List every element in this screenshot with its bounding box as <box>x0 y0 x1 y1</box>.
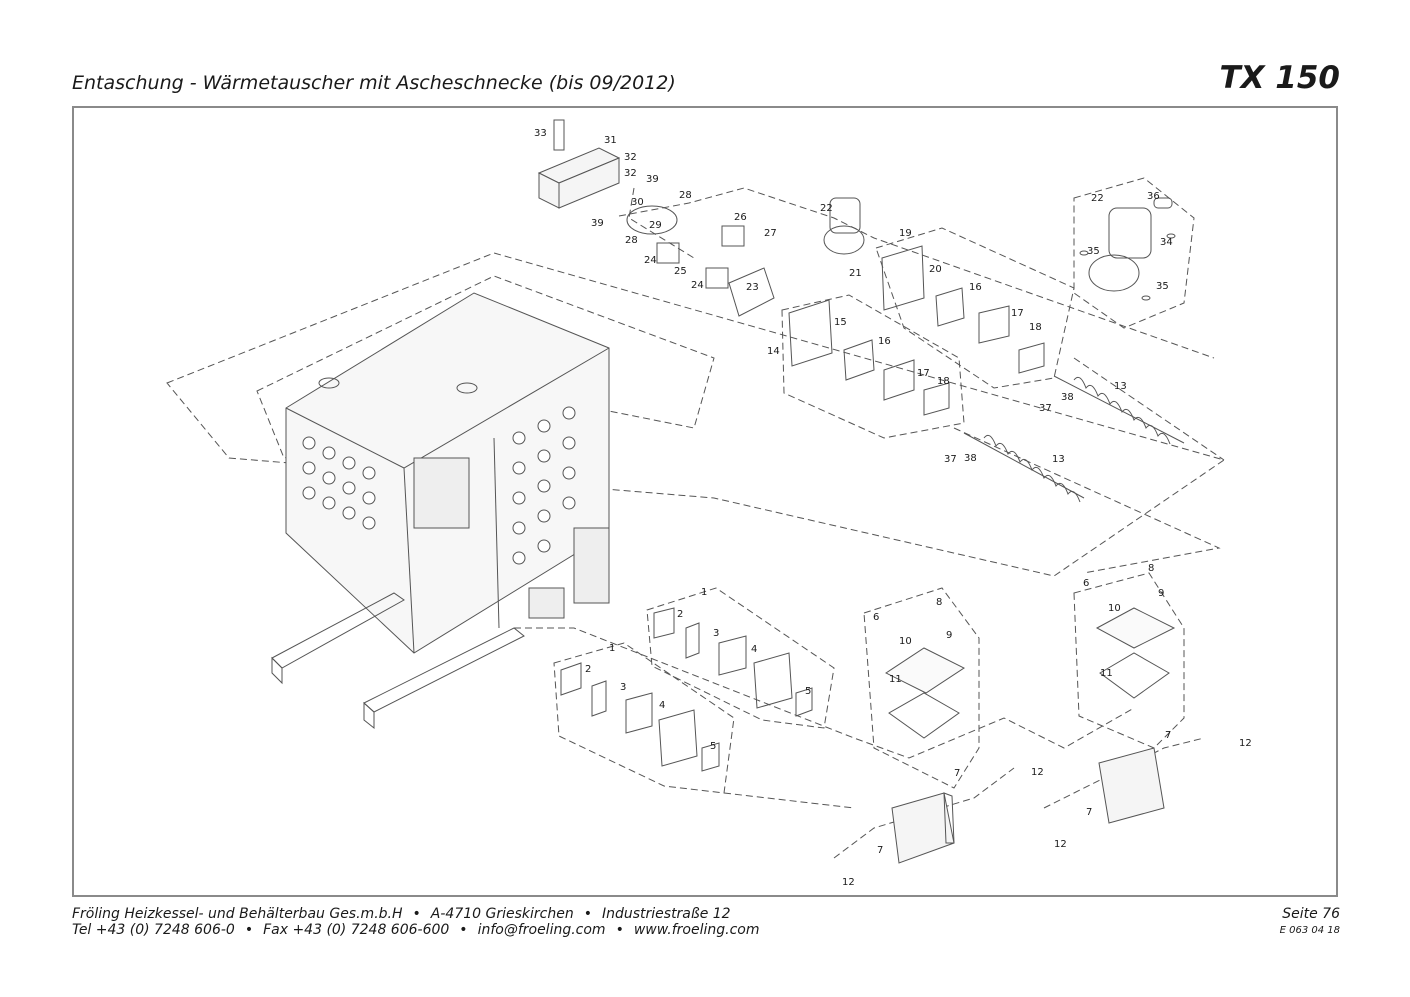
heat-exchanger-body <box>285 292 610 654</box>
part-callout-24: 24 <box>644 255 657 266</box>
part-callout-6: 6 <box>873 612 879 623</box>
part-callout-39: 39 <box>591 218 604 229</box>
part-callout-22: 22 <box>820 203 833 214</box>
base-frame <box>271 592 525 730</box>
part-callout-4: 4 <box>659 700 665 711</box>
part-callout-12: 12 <box>1054 839 1067 850</box>
part-callout-12: 12 <box>1239 738 1252 749</box>
part-callout-10: 10 <box>1108 603 1121 614</box>
part-callout-23: 23 <box>746 282 759 293</box>
part-callout-31: 31 <box>604 135 617 146</box>
part-callout-39: 39 <box>646 174 659 185</box>
part-callout-3: 3 <box>620 682 626 693</box>
part-callout-7: 7 <box>1086 807 1092 818</box>
part-callout-37: 37 <box>944 454 957 465</box>
footer-fax: Fax +43 (0) 7248 606-600 <box>263 922 450 938</box>
drive-motor <box>823 197 1152 292</box>
part-callout-11: 11 <box>1100 668 1113 679</box>
part-callout-5: 5 <box>805 686 811 697</box>
plates-and-gaskets <box>788 245 1045 416</box>
part-callout-28: 28 <box>679 190 692 201</box>
part-callout-38: 38 <box>1061 392 1074 403</box>
ash-augers <box>963 375 1185 503</box>
part-callout-2: 2 <box>677 609 683 620</box>
part-callout-27: 27 <box>764 228 777 239</box>
footer-web[interactable]: www.froeling.com <box>633 922 760 938</box>
part-callout-37: 37 <box>1039 403 1052 414</box>
part-callout-35: 35 <box>1087 246 1100 257</box>
part-callout-35: 35 <box>1156 281 1169 292</box>
part-callout-6: 6 <box>1083 578 1089 589</box>
part-callout-8: 8 <box>936 597 942 608</box>
part-callout-18: 18 <box>1029 322 1042 333</box>
page-number: Seite 76 <box>1282 906 1340 922</box>
part-callout-5: 5 <box>710 741 716 752</box>
part-callout-17: 17 <box>917 368 930 379</box>
part-callout-22: 22 <box>1091 193 1104 204</box>
footer-tel: Tel +43 (0) 7248 606-0 <box>72 922 235 938</box>
motor-fittings <box>1079 197 1176 301</box>
cover-and-small-parts <box>537 119 775 317</box>
part-callout-33: 33 <box>534 128 547 139</box>
part-callout-32: 32 <box>624 168 637 179</box>
part-callout-32: 32 <box>624 152 637 163</box>
part-callout-1: 1 <box>609 643 615 654</box>
part-callout-3: 3 <box>713 628 719 639</box>
part-callout-19: 19 <box>899 228 912 239</box>
part-callout-15: 15 <box>834 317 847 328</box>
part-callout-7: 7 <box>1165 730 1171 741</box>
footer-line-1: Fröling Heizkessel- und Behälterbau Ges.… <box>72 906 731 922</box>
footer-email[interactable]: info@froeling.com <box>477 922 606 938</box>
part-callout-29: 29 <box>649 220 662 231</box>
part-callout-10: 10 <box>899 636 912 647</box>
part-callout-9: 9 <box>946 630 952 641</box>
part-callout-16: 16 <box>878 336 891 347</box>
part-callout-20: 20 <box>929 264 942 275</box>
part-callout-30: 30 <box>631 197 644 208</box>
part-callout-7: 7 <box>954 768 960 779</box>
part-callout-18: 18 <box>937 376 950 387</box>
part-callout-8: 8 <box>1148 563 1154 574</box>
part-callout-2: 2 <box>585 664 591 675</box>
part-callout-36: 36 <box>1147 191 1160 202</box>
footer-street: Industriestraße 12 <box>601 906 731 922</box>
part-number-callouts: 3331323239283029283924252426272322211920… <box>534 128 1252 888</box>
part-callout-7: 7 <box>877 845 883 856</box>
part-callout-38: 38 <box>964 453 977 464</box>
ash-containers <box>885 607 1176 864</box>
part-callout-9: 9 <box>1158 588 1164 599</box>
part-callout-26: 26 <box>734 212 747 223</box>
part-callout-25: 25 <box>674 266 687 277</box>
part-callout-12: 12 <box>842 877 855 888</box>
diagram-canvas: 3331323239283029283924252426272322211920… <box>166 119 1252 888</box>
part-callout-13: 13 <box>1052 454 1065 465</box>
part-callout-24: 24 <box>691 280 704 291</box>
footer-company: Fröling Heizkessel- und Behälterbau Ges.… <box>72 906 403 922</box>
footer-address: A-4710 Grieskirchen <box>430 906 574 922</box>
part-callout-1: 1 <box>701 587 707 598</box>
part-callout-13: 13 <box>1114 381 1127 392</box>
part-callout-14: 14 <box>767 346 780 357</box>
part-callout-21: 21 <box>849 268 862 279</box>
part-callout-12: 12 <box>1031 767 1044 778</box>
inspection-cover-sets <box>560 607 813 772</box>
part-callout-11: 11 <box>889 674 902 685</box>
part-callout-16: 16 <box>969 282 982 293</box>
part-callout-4: 4 <box>751 644 757 655</box>
footer-line-2: Tel +43 (0) 7248 606-0•Fax +43 (0) 7248 … <box>72 922 760 938</box>
part-callout-17: 17 <box>1011 308 1024 319</box>
page-title: Entaschung - Wärmetauscher mit Ascheschn… <box>72 72 676 94</box>
model-name: TX 150 <box>1219 60 1340 96</box>
part-callout-28: 28 <box>625 235 638 246</box>
doc-number: E 063 04 18 <box>1279 925 1340 936</box>
part-callout-34: 34 <box>1160 237 1173 248</box>
